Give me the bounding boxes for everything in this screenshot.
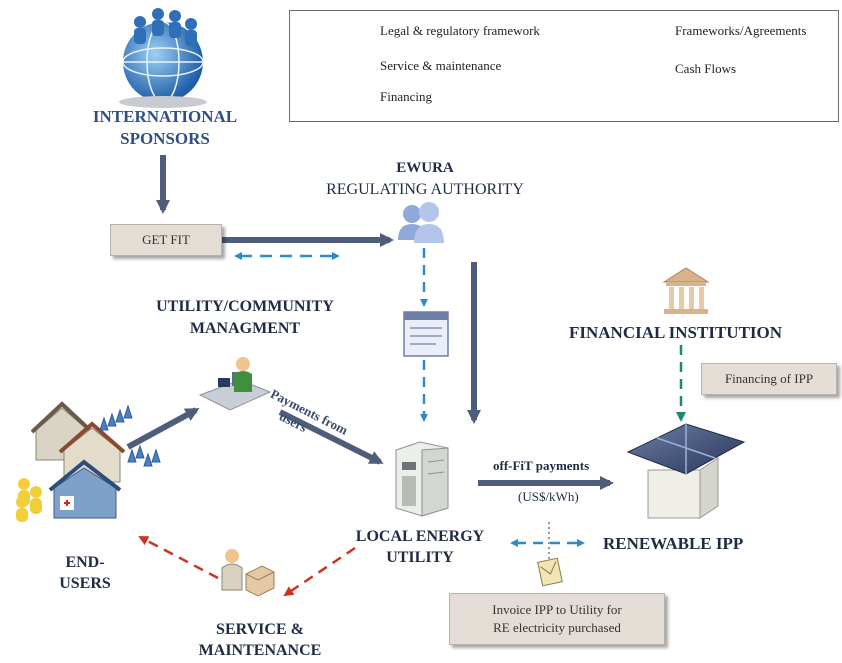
service-label-line1: SERVICE & xyxy=(216,621,304,638)
document-icon xyxy=(403,311,449,357)
service-label-line2: MAINTENANCE xyxy=(198,642,322,659)
financing-ipp-label: Financing of IPP xyxy=(724,371,814,386)
sponsors-label-line2: SPONSORS xyxy=(120,129,210,148)
solar-panel-icon xyxy=(626,423,746,519)
service-worker-icon xyxy=(221,549,275,597)
end-users-label-line2: USERS xyxy=(59,575,111,592)
service-maintenance-label: SERVICE & MAINTENANCE xyxy=(170,619,350,661)
legend-cash-label: Cash Flows xyxy=(675,61,737,76)
cash-flow-arrows xyxy=(126,155,614,490)
legal-arrows xyxy=(234,248,585,547)
utility-building-icon xyxy=(395,441,449,517)
legend-financing-label: Financing xyxy=(380,89,432,104)
offfit-unit-label: (US$/kWh) xyxy=(518,489,579,504)
legend-service-label: Service & maintenance xyxy=(380,58,502,73)
legend xyxy=(289,10,839,122)
cash-arrow-users-to-mgmt xyxy=(126,407,200,450)
local-utility-label: LOCAL ENERGY UTILITY xyxy=(330,526,510,568)
legend-frameworks-label: Frameworks/Agreements xyxy=(675,23,807,38)
envelope-icon xyxy=(537,557,563,587)
offfit-payments-label: off-FiT payments xyxy=(493,458,590,473)
end-users-label-line1: END- xyxy=(65,554,105,571)
globe-people-icon xyxy=(119,8,207,108)
local-utility-label-line2: UTILITY xyxy=(386,549,454,566)
ewura-label-line1: EWURA xyxy=(396,160,454,176)
utility-mgmt-label: UTILITY/COMMUNITY MANAGMENT xyxy=(110,296,380,340)
person-at-desk-icon xyxy=(198,357,272,411)
sponsors-label-line1: INTERNATIONAL xyxy=(92,107,238,126)
financial-institution-label: FINANCIAL INSTITUTION xyxy=(569,323,783,342)
service-arrow-from-utility xyxy=(283,546,356,597)
utility-mgmt-label-line2: MANAGMENT xyxy=(189,320,301,337)
get-fit-label: GET FIT xyxy=(142,232,190,247)
ewura-label: EWURA REGULATING AUTHORITY xyxy=(290,158,560,200)
renewable-ipp-label: RENEWABLE IPP xyxy=(603,534,744,553)
cash-arrow-payments-to-utility xyxy=(278,409,384,465)
financing-ipp-box: Financing of IPP xyxy=(701,363,837,395)
service-arrow-to-end-users xyxy=(138,535,219,580)
get-fit-box: GET FIT xyxy=(110,224,222,256)
sponsors-label: INTERNATIONAL SPONSORS xyxy=(60,106,270,150)
bank-icon xyxy=(662,267,710,314)
local-utility-label-line1: LOCAL ENERGY xyxy=(355,528,485,545)
service-arrows xyxy=(138,535,356,597)
utility-mgmt-label-line1: UTILITY/COMMUNITY xyxy=(156,298,334,315)
houses-icon xyxy=(16,401,126,522)
invoice-box: Invoice IPP to Utility for RE electricit… xyxy=(449,593,665,645)
regulator-people-icon xyxy=(398,202,444,243)
end-users-label: END- USERS xyxy=(40,552,130,594)
invoice-label-line1: Invoice IPP to Utility for xyxy=(492,602,622,617)
legend-legal-label: Legal & regulatory framework xyxy=(380,23,540,38)
ewura-label-line2: REGULATING AUTHORITY xyxy=(326,181,524,198)
invoice-label-line2: RE electricity purchased xyxy=(493,620,621,635)
power-lines-icon xyxy=(99,404,161,467)
